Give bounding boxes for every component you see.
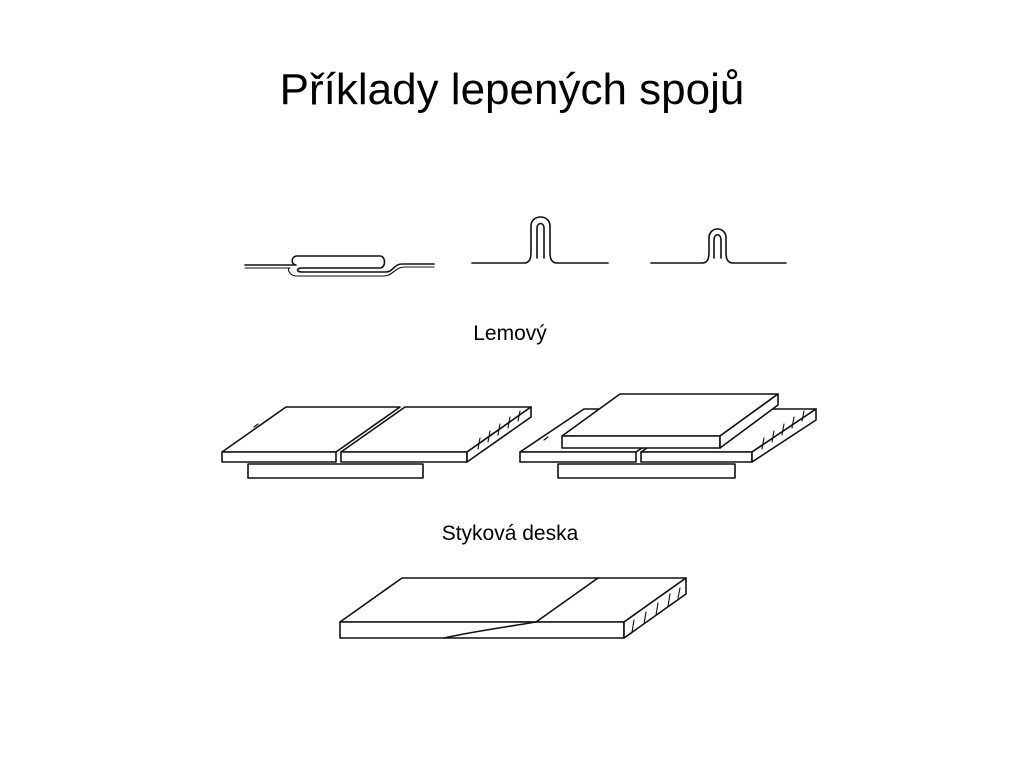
hem-joint-standing-single xyxy=(650,228,787,264)
slide-title: Příklady lepených spojů xyxy=(279,65,745,114)
scarf-joint xyxy=(339,577,687,639)
figure-caption-butt-strap: Styková deska xyxy=(441,522,579,545)
butt-strap-double xyxy=(519,393,817,479)
hem-joint-standing-double xyxy=(471,216,609,264)
hem-joint-flat xyxy=(244,255,435,277)
figure-caption-hem: Lemový xyxy=(473,322,547,345)
butt-strap-single xyxy=(221,406,532,479)
